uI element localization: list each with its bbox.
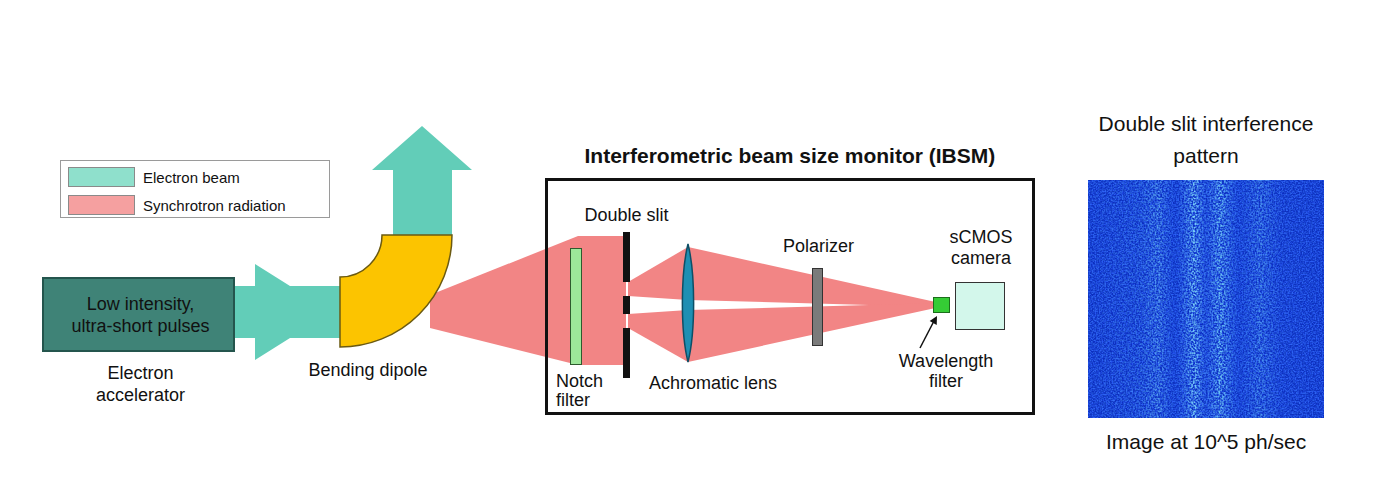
legend-text: Synchrotron radiation <box>143 197 286 214</box>
label-holder: Interferometric beam size monitor (IBSM) <box>585 143 996 168</box>
legend-text: Electron beam <box>143 169 240 186</box>
legend-swatch <box>68 167 135 187</box>
label-holder: Double slit interference pattern <box>1097 108 1315 172</box>
achromatic-lens-shape <box>678 244 698 362</box>
part-label: Double slit interference pattern <box>1097 108 1315 172</box>
scmos-camera: sCMOS camera <box>955 282 1005 330</box>
label-holder: Low intensity, ultra-short pulses <box>68 293 214 337</box>
slit-bar <box>623 296 630 314</box>
achromatic-lens: Achromatic lens <box>678 244 698 362</box>
accelerator-box: Low intensity, ultra-short pulsesElectro… <box>42 277 235 352</box>
image-ground <box>1088 180 1324 418</box>
slit-bar <box>623 232 630 282</box>
part-label: sCMOS camera <box>944 227 1018 269</box>
legend-row: Electron beam <box>61 166 329 188</box>
bending-dipole-outline <box>340 235 452 347</box>
part-label: Bending dipole <box>309 359 428 381</box>
part-label: Interferometric beam size monitor (IBSM) <box>585 143 996 168</box>
label-holder: Notch filter <box>556 372 614 410</box>
label-holder: sCMOS camera <box>944 227 1018 269</box>
label-holder: Polarizer <box>783 235 854 257</box>
part-label: Wavelength filter <box>893 351 999 391</box>
part-label: Achromatic lens <box>649 372 777 394</box>
electron-beam-arrow <box>235 264 340 360</box>
interference-image-shape <box>1088 180 1324 418</box>
part-label: Electron accelerator <box>91 362 191 406</box>
slit-bar <box>623 328 630 378</box>
bending-dipole-shape <box>340 235 452 347</box>
synchrotron-beam-lower <box>628 303 940 362</box>
part-label: Double slit <box>585 204 669 226</box>
interference-fringes <box>1088 180 1324 418</box>
part-label: Image at 10^5 ph/sec <box>1106 429 1306 454</box>
electron-beam-up-arrow <box>372 126 472 238</box>
label-holder: Electron accelerator <box>91 362 191 406</box>
leader-line <box>920 321 934 348</box>
image-speckle <box>1088 180 1324 418</box>
achromatic-lens-outline <box>682 244 693 362</box>
interference-image: Double slit interference patternImage at… <box>1088 180 1324 418</box>
label-holder: Wavelength filter <box>893 351 999 391</box>
notch-filter: Notch filter <box>570 248 582 365</box>
label-holder: Achromatic lens <box>649 372 777 394</box>
double-slit-shape <box>623 232 630 378</box>
box-text: Low intensity, ultra-short pulses <box>68 293 214 337</box>
wavelength-filter: Wavelength filter <box>933 297 950 313</box>
legend-box: Electron beamSynchrotron radiation <box>60 160 330 218</box>
bending-dipole: Bending dipole <box>340 235 452 347</box>
leader-arrowhead <box>930 316 937 325</box>
label-holder: Image at 10^5 ph/sec <box>1106 429 1306 454</box>
ibsm-housing: Interferometric beam size monitor (IBSM)… <box>545 178 1035 415</box>
label-holder: Bending dipole <box>309 359 428 381</box>
polarizer: Polarizer <box>812 268 823 346</box>
label-holder: Double slit <box>585 204 669 226</box>
double-slit: Double slit <box>623 232 630 378</box>
legend-row: Synchrotron radiation <box>61 194 329 216</box>
legend-swatch <box>68 195 135 215</box>
synchrotron-fan <box>430 236 626 365</box>
part-label: Notch filter <box>556 372 614 410</box>
part-label: Polarizer <box>783 235 854 257</box>
